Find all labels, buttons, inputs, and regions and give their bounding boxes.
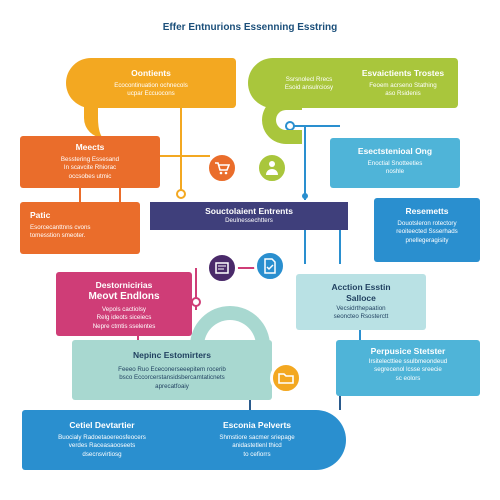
node-meects: Meects Besstering Essesand In scavcite R…	[20, 136, 160, 188]
node-body: Vepols cactiolsy Relg ideots siceiecs Ne…	[92, 306, 156, 330]
node-center-band: Souctolaient Entrents Deulnessechtters	[150, 202, 348, 230]
document-icon	[206, 252, 238, 284]
node-right-mid: Esectstenioal Ong Enoctial Snotteeties n…	[330, 138, 460, 188]
node-body: Douotsleron rotectory reoiteected Ssserh…	[396, 220, 458, 244]
node-heading: Esectstenioal Ong	[357, 146, 433, 156]
node-patic: Patic Esorcecanttnns cvons tomesstion sm…	[20, 202, 140, 254]
node-body: Ecocontinuation ochnecols ucpar Eccuocon…	[114, 82, 188, 98]
node-body: Besstering Essesand In scavcite Rhiorac …	[60, 156, 120, 180]
node-heading: Patic	[30, 210, 51, 220]
folder-icon	[270, 362, 302, 394]
node-heading: Meects	[75, 142, 105, 152]
node-heading: Destornicirias	[95, 280, 153, 290]
node-body: Shmstiore sacmer sriepage anidastetlenl …	[219, 434, 295, 458]
cart-icon	[206, 152, 238, 184]
document-check-icon	[254, 250, 286, 282]
node-heading: Cetiel Devtartier	[69, 420, 135, 430]
node-resemetts: Resemetts Douotsleron rotectory reoiteec…	[374, 198, 480, 262]
node-body: Enoctial Snotteeties noshle	[367, 160, 423, 176]
node-body: Irsitelecttiee ssulbmeondeud segrecenol …	[368, 358, 448, 382]
node-heading: Souctolaient Entrents	[205, 206, 293, 216]
node-body: Vecsidrthepaation seoncteo Rsosterctt	[333, 305, 389, 321]
node-heading: Nepinc Estomirters	[133, 350, 211, 360]
node-perpusice: Perpusice Stetster Irsitelecttiee ssulbm…	[336, 340, 480, 396]
node-heading: Esvaictients Trostes	[361, 68, 445, 78]
node-heading: Acction Esstin	[331, 282, 391, 292]
node-subheading: Meovt Endlons	[88, 291, 160, 302]
node-heading: Esconia Pelverts	[222, 420, 292, 430]
node-body: Deulnessechtters	[225, 217, 273, 224]
node-side-text: Ssrsnolecl Rrecs Esoid ansulrciosy	[284, 76, 334, 92]
node-bottom-band: Cetiel Devtartier Buocialy Radoetaoereos…	[22, 410, 346, 470]
node-body: Feeeo Ruo Ececonerseeepitem rocerib bsco…	[118, 366, 226, 390]
node-body: Buocialy Radoetaoereosfeocers verdes Rac…	[58, 434, 146, 458]
node-destornicirias: Destornicirias Meovt Endlons Vepols cact…	[56, 272, 192, 336]
node-top-left: Oontients Ecocontinuation ochnecols ucpa…	[66, 58, 236, 108]
node-body: Esorcecanttnns cvons tomesstion smeoter.	[30, 224, 91, 240]
node-heading: Perpusice Stetster	[370, 346, 446, 356]
curve-connector	[262, 96, 302, 144]
page-title: Effer Entnurions Essenning Esstring	[162, 22, 338, 33]
node-nepinc: Nepinc Estomirters Feeeo Ruo Ececonersee…	[72, 340, 272, 400]
person-icon	[256, 152, 288, 184]
curve-connector	[84, 96, 114, 138]
node-heading: Resemetts	[405, 206, 449, 216]
node-acction: Acction Esstin Salloce Vecsidrthepaation…	[296, 274, 426, 330]
node-body: Feoem acrseno Stathing aso Rsidenis	[369, 82, 437, 98]
node-heading: Oontients	[131, 68, 171, 78]
node-subheading: Salloce	[346, 293, 376, 303]
